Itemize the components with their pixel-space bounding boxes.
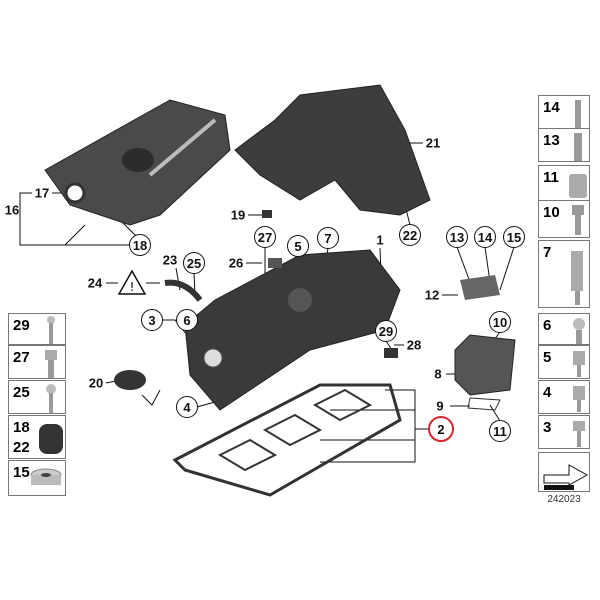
callout-22: 22 (399, 224, 421, 246)
callout-20: 20 (88, 375, 104, 391)
callout-5: 5 (287, 235, 309, 257)
part-number: 15 (13, 464, 30, 481)
part-number: 22 (13, 439, 30, 456)
callout-1: 1 (376, 232, 384, 248)
callout-29: 29 (375, 320, 397, 342)
part-box-29: 29 (8, 313, 66, 345)
stud-icon (575, 100, 581, 128)
part-number: 13 (543, 132, 560, 149)
hex-bolt-icon (45, 350, 57, 378)
callout-8: 8 (434, 366, 442, 382)
callout-3: 3 (141, 309, 163, 331)
part-number: 6 (543, 317, 552, 334)
rubber-grommet-icon (39, 424, 63, 454)
callout-23: 23 (162, 252, 178, 268)
callout-21: 21 (425, 135, 441, 151)
callout-4: 4 (176, 396, 198, 418)
callout-7: 7 (317, 227, 339, 249)
part-number: 10 (543, 204, 560, 221)
part-box-4: 4 (538, 380, 590, 414)
part-number: 3 (543, 419, 552, 436)
part-box-11: 11 (538, 165, 590, 201)
part-number: 29 (13, 317, 30, 334)
callout-2-highlighted: 2 (428, 416, 454, 442)
direction-arrow-icon (543, 464, 589, 490)
orientation-arrow-box (538, 452, 590, 492)
callout-11: 11 (489, 420, 511, 442)
part-box-5: 5 (538, 345, 590, 379)
part-number: 14 (543, 99, 560, 116)
svg-text:!: ! (130, 280, 135, 294)
callout-13: 13 (446, 226, 468, 248)
callout-18: 18 (129, 234, 151, 256)
callout-26: 26 (228, 255, 244, 271)
screw-icon (47, 316, 55, 344)
callout-10: 10 (489, 311, 511, 333)
callout-24: 24 (87, 275, 103, 291)
callout-17: 17 (34, 185, 50, 201)
callout-12: 12 (424, 287, 440, 303)
part-number: 25 (13, 384, 30, 401)
part-box-25: 25 (8, 380, 66, 414)
part-number: 4 (543, 384, 552, 401)
callout-9: 9 (436, 398, 444, 414)
part-number: 7 (543, 244, 552, 261)
part-number: 27 (13, 349, 30, 366)
callout-19: 19 (230, 207, 246, 223)
part-number: 11 (543, 169, 559, 186)
part-number: 5 (543, 349, 552, 366)
plug-icon (30, 468, 62, 485)
bolt-icon (573, 386, 585, 412)
callout-28: 28 (406, 337, 422, 353)
callout-6: 6 (176, 309, 198, 331)
ball-stud-icon (573, 318, 585, 344)
bolt-icon (574, 133, 582, 161)
part-box-15: 15 (8, 460, 66, 496)
socket-screw-icon (572, 205, 584, 235)
part-box-27: 27 (8, 345, 66, 379)
spacer-bolt-icon (571, 251, 583, 305)
drawing-code: 242023 (547, 494, 581, 505)
part-box-13: 13 (538, 128, 590, 162)
screw-icon (46, 384, 56, 413)
bolt-icon (573, 421, 585, 447)
part-box-7: 7 (538, 240, 590, 308)
callout-16: 16 (4, 202, 20, 218)
part-box-3: 3 (538, 415, 590, 449)
callout-14: 14 (474, 226, 496, 248)
bolt-icon (573, 351, 585, 377)
bmw-emblem (64, 182, 86, 204)
callout-27: 27 (254, 226, 276, 248)
part-box-6: 6 (538, 313, 590, 345)
sleeve-icon (569, 174, 587, 198)
part-box-10: 10 (538, 200, 590, 238)
part-box-14: 14 (538, 95, 590, 129)
part-number: 18 (13, 419, 30, 436)
callout-25: 25 (183, 252, 205, 274)
callout-15: 15 (503, 226, 525, 248)
